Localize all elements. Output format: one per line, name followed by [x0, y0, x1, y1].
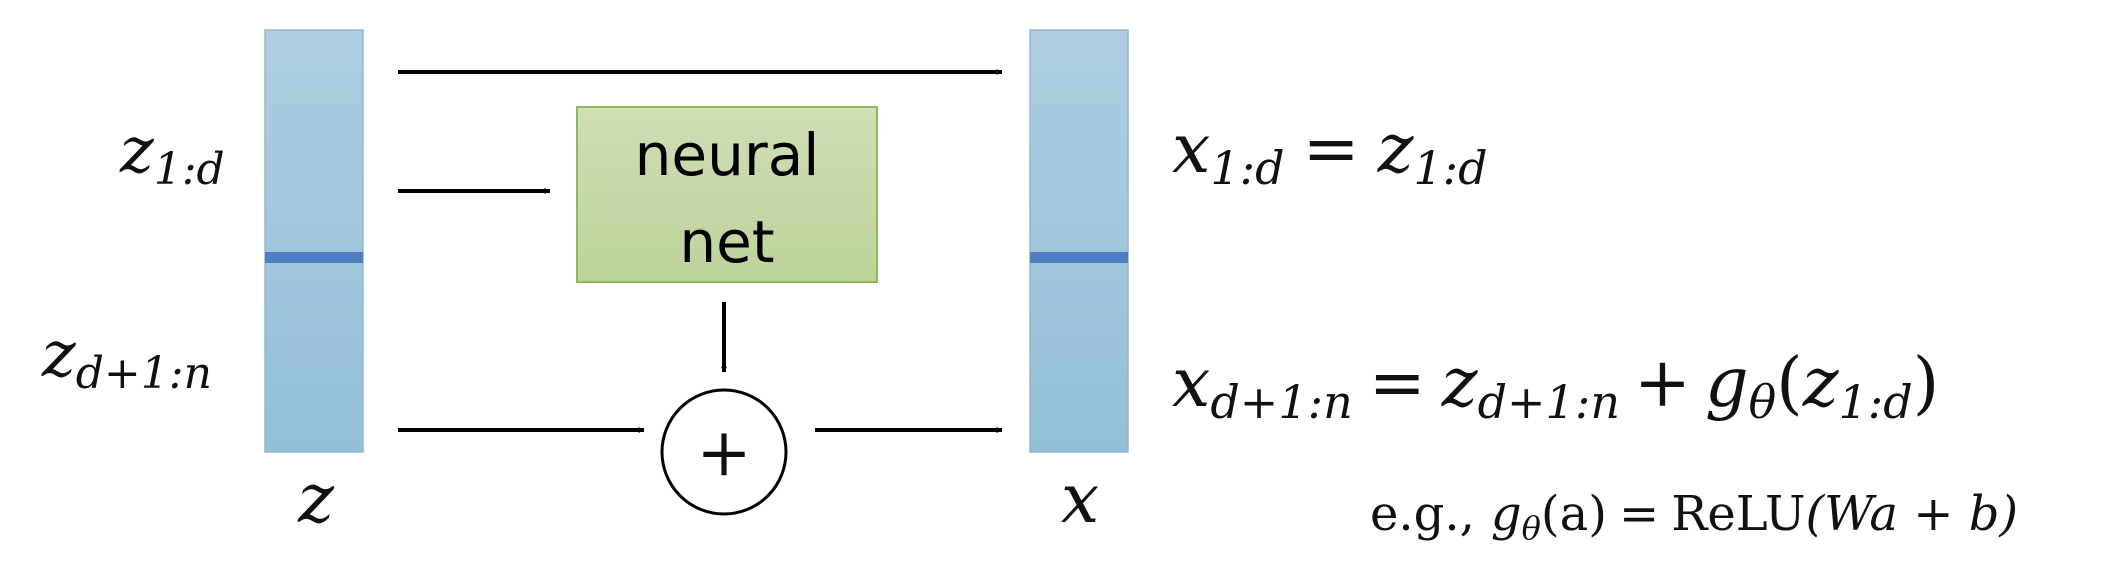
vector-z-divider [265, 252, 363, 263]
equation-top: x1:d=z1:d [1172, 110, 1488, 195]
vector-x [1029, 29, 1129, 453]
label-z-top: z1:d [119, 114, 225, 195]
vector-z-bar [264, 29, 364, 453]
label-z-vector-name: z [297, 460, 335, 539]
label-x-vector-name: x [1061, 460, 1099, 539]
arrows [398, 69, 1003, 433]
label-z-bottom: zd+1:n [41, 318, 212, 399]
adder-plus-symbol: + [696, 414, 751, 491]
neural-net-label-line2: net [679, 208, 774, 276]
adder-circle [660, 388, 788, 516]
vector-x-divider [1030, 252, 1128, 263]
equation-bottom: xd+1:n=zd+1:n+gθ(z1:d) [1172, 344, 1939, 429]
adder: + [660, 388, 788, 516]
vector-z [264, 29, 364, 453]
neural-net-block: neural net [576, 106, 878, 283]
neural-net-label-line1: neural [635, 121, 820, 189]
vector-x-bar [1029, 29, 1129, 453]
example-formula: e.g.,gθ(a)=ReLU(Wa + b) [1370, 486, 2018, 547]
neural-net-box [576, 106, 878, 283]
